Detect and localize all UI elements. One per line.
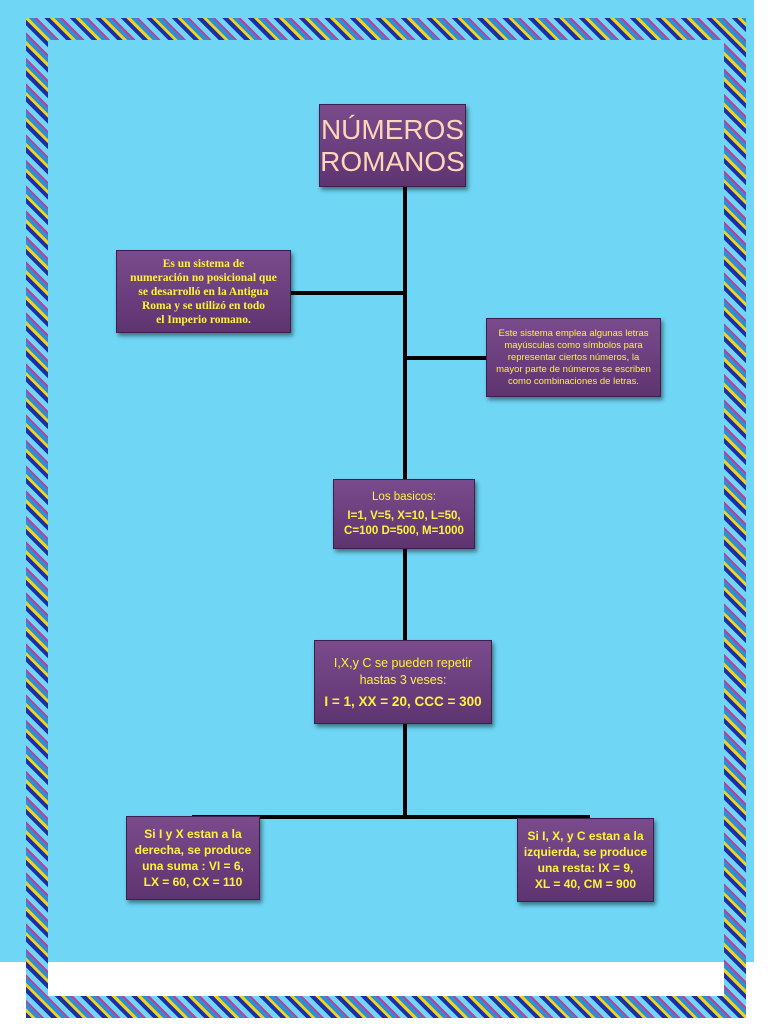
usage-node: Este sistema emplea algunas letras mayús…	[486, 318, 661, 397]
usage-line: representar ciertos números, la	[507, 351, 640, 363]
title-node: NÚMEROS ROMANOS	[319, 104, 466, 187]
usage-line: como combinaciones de letras.	[508, 375, 639, 387]
definition-line: Roma y se utilizó en todo	[142, 299, 265, 312]
sub-rule-line: Si I, X, y C estan a la	[527, 829, 644, 843]
usage-line: mayor parte de números se escriben	[496, 363, 651, 375]
sum-rule-line: una suma : VI = 6,	[142, 859, 244, 873]
definition-line: numeración no posicional que	[130, 271, 277, 284]
basics-line: C=100 D=500, M=1000	[344, 524, 464, 537]
basics-node: Los basicos: I=1, V=5, X=10, L=50, C=100…	[333, 479, 475, 549]
repeat-node: I,X,y C se pueden repetir hastas 3 veses…	[314, 640, 492, 724]
title-line: ROMANOS	[320, 145, 465, 177]
sub-rule-line: izquierda, se produce	[523, 845, 648, 859]
title-line: NÚMEROS	[320, 113, 465, 145]
repeat-line: I,X,y C se pueden repetir	[333, 655, 473, 670]
usage-line: mayúsculas como símbolos para	[504, 339, 643, 351]
subtraction-rule-node: Si I, X, y C estan a la izquierda, se pr…	[517, 818, 654, 902]
definition-line: el Imperio romano.	[156, 313, 251, 326]
basics-heading: Los basicos:	[372, 490, 436, 503]
definition-line: se desarrolló en la Antigua	[138, 285, 269, 298]
definition-line: Es un sistema de	[162, 257, 245, 270]
sub-rule-line: una resta: IX = 9,	[537, 861, 634, 875]
repeat-example: I = 1, XX = 20, CCC = 300	[324, 693, 482, 709]
sum-rule-node: Si I y X estan a la derecha, se produce …	[126, 816, 260, 900]
sum-rule-line: derecha, se produce	[134, 843, 252, 857]
sum-rule-line: Si I y X estan a la	[144, 827, 242, 841]
definition-node: Es un sistema de numeración no posiciona…	[116, 250, 291, 333]
basics-line: I=1, V=5, X=10, L=50,	[347, 509, 461, 522]
sum-rule-line: LX = 60, CX = 110	[143, 875, 243, 889]
usage-line: Este sistema emplea algunas letras	[498, 327, 649, 339]
repeat-line: hastas 3 veses:	[359, 672, 447, 687]
sub-rule-line: XL = 40, CM = 900	[534, 877, 637, 891]
